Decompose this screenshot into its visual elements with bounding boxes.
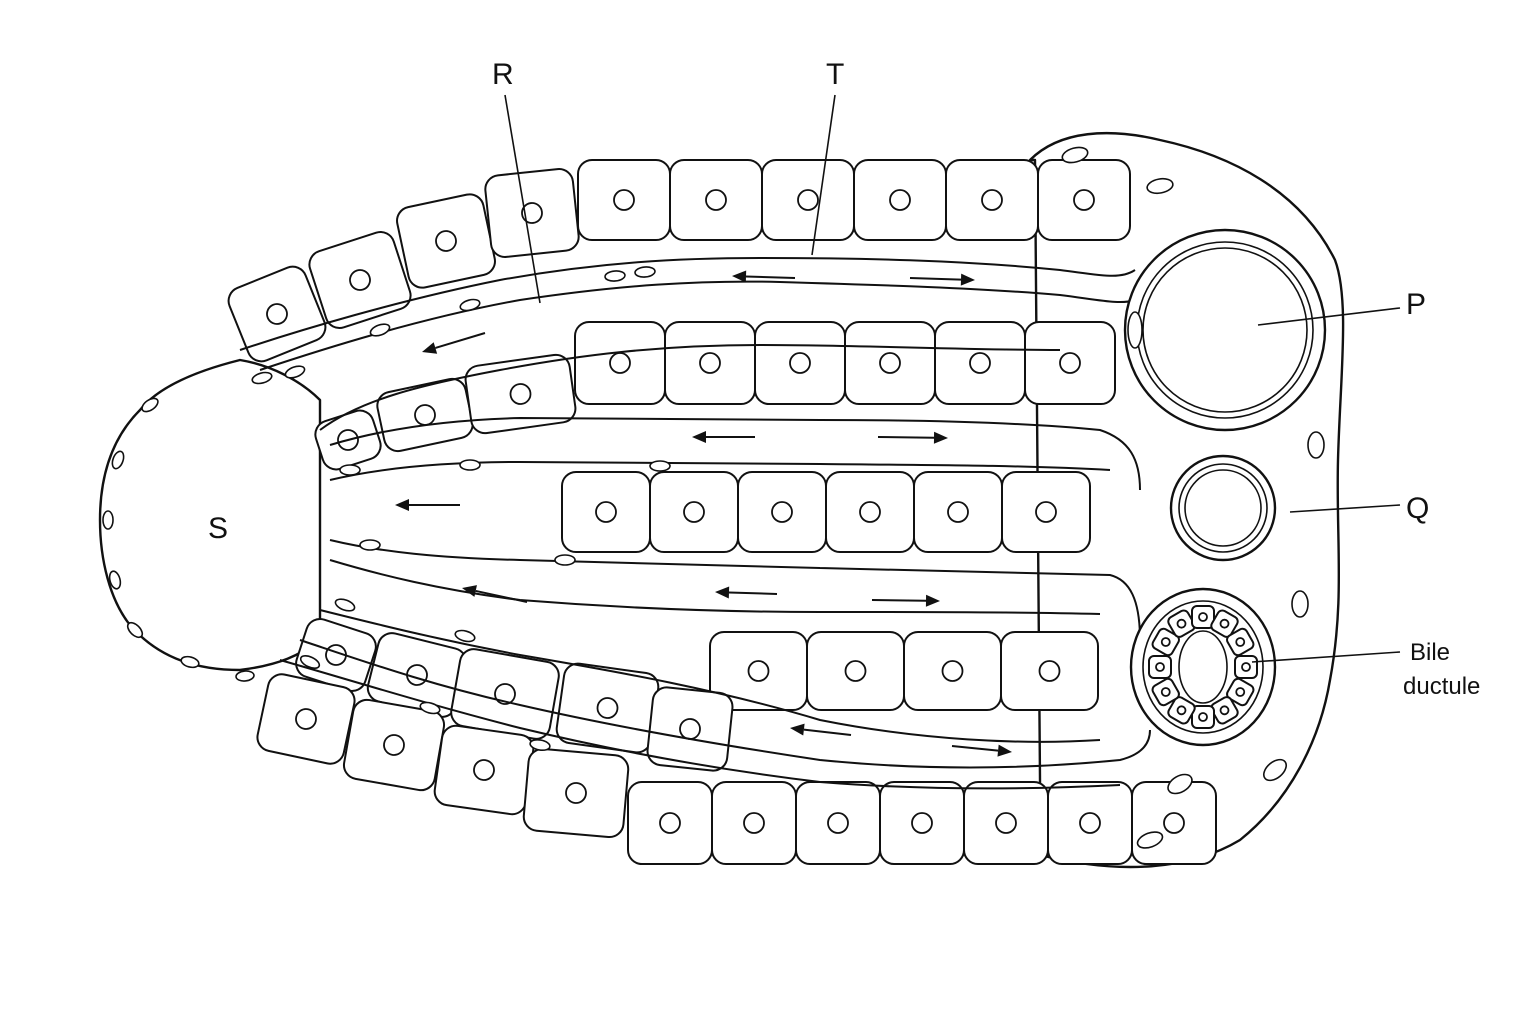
hepatocyte <box>669 159 763 241</box>
flow-arrow <box>462 585 528 603</box>
sinusoid-linings <box>239 257 1151 790</box>
hepatocyte-plates <box>227 159 1217 865</box>
hepatocyte <box>711 781 797 865</box>
flow-arrow <box>732 270 796 283</box>
hepatocyte <box>934 321 1026 405</box>
hepatocyte <box>464 353 577 435</box>
hepatocyte <box>308 231 412 329</box>
hepatocyte <box>664 321 756 405</box>
hepatocyte <box>853 159 947 241</box>
hepatocyte <box>256 673 356 765</box>
bile-duct-cell <box>1167 696 1196 725</box>
bile-duct-cell <box>1210 609 1239 638</box>
bile-duct-cell <box>1234 655 1258 679</box>
flow-arrow <box>422 332 486 354</box>
flow-arrow <box>692 431 755 443</box>
bile-duct-cell <box>1191 705 1215 729</box>
portal-tract-nuclei <box>1061 146 1325 849</box>
hepatocyte <box>649 471 739 553</box>
label-s: S <box>208 512 228 545</box>
bile-duct-cell <box>1151 627 1180 657</box>
hepatocyte <box>825 471 915 553</box>
hepatocyte <box>227 265 327 363</box>
leader-lines <box>504 94 1401 663</box>
hepatocyte <box>522 747 630 839</box>
portal-vein-p <box>1123 228 1327 432</box>
bile-duct-cell <box>1151 677 1180 707</box>
bile-duct-cell <box>1148 655 1172 679</box>
hepatocyte <box>963 781 1049 865</box>
hepatocyte <box>577 159 671 241</box>
label-q: Q <box>1406 492 1429 525</box>
hepatocyte <box>913 471 1003 553</box>
flow-arrow <box>871 594 940 607</box>
hepatocyte <box>574 321 666 405</box>
bile-duct-cell <box>1226 677 1255 707</box>
label-t: T <box>826 58 844 91</box>
hepatocyte <box>561 471 651 553</box>
flow-arrow <box>951 744 1012 757</box>
label-r: R <box>492 58 514 91</box>
flow-arrow <box>715 586 778 599</box>
hepatocyte <box>903 631 1002 711</box>
label-p: P <box>1406 288 1426 321</box>
sinusoid-endothelial-nuclei <box>251 266 671 752</box>
hepatocyte <box>1047 781 1133 865</box>
hepatocyte <box>806 631 905 711</box>
hepatocyte <box>376 377 474 453</box>
hepatic-artery-q <box>1169 454 1277 562</box>
hepatocyte <box>795 781 881 865</box>
hepatocyte <box>396 193 496 289</box>
hepatocyte <box>1131 781 1217 865</box>
hepatocyte <box>1024 321 1116 405</box>
hepatocyte <box>1000 631 1099 711</box>
hepatocyte <box>844 321 936 405</box>
flow-arrows <box>395 270 1012 757</box>
hepatocyte <box>484 168 580 258</box>
hepatocyte <box>761 159 855 241</box>
bile-ductule <box>1129 587 1277 747</box>
hepatocyte <box>1001 471 1091 553</box>
hepatocyte <box>709 631 808 711</box>
central-vein-endothelium <box>102 397 255 682</box>
label-bile: Bile <box>1410 639 1450 666</box>
flow-arrow <box>395 499 460 511</box>
hepatocyte <box>879 781 965 865</box>
hepatocyte <box>1037 159 1131 241</box>
hepatocyte <box>342 698 446 792</box>
hepatocyte <box>627 781 713 865</box>
hepatocyte <box>433 724 535 816</box>
hepatocyte <box>754 321 846 405</box>
hepatocyte <box>555 662 660 754</box>
bile-duct-cell <box>1226 627 1255 657</box>
bile-duct-cell <box>1191 605 1215 629</box>
hepatocyte <box>737 471 827 553</box>
hepatocyte <box>945 159 1039 241</box>
label-ductule: ductule <box>1403 673 1480 700</box>
flow-arrow <box>877 431 948 444</box>
flow-arrow <box>909 273 975 286</box>
flow-arrow <box>790 723 852 736</box>
hepatocyte <box>646 686 734 772</box>
